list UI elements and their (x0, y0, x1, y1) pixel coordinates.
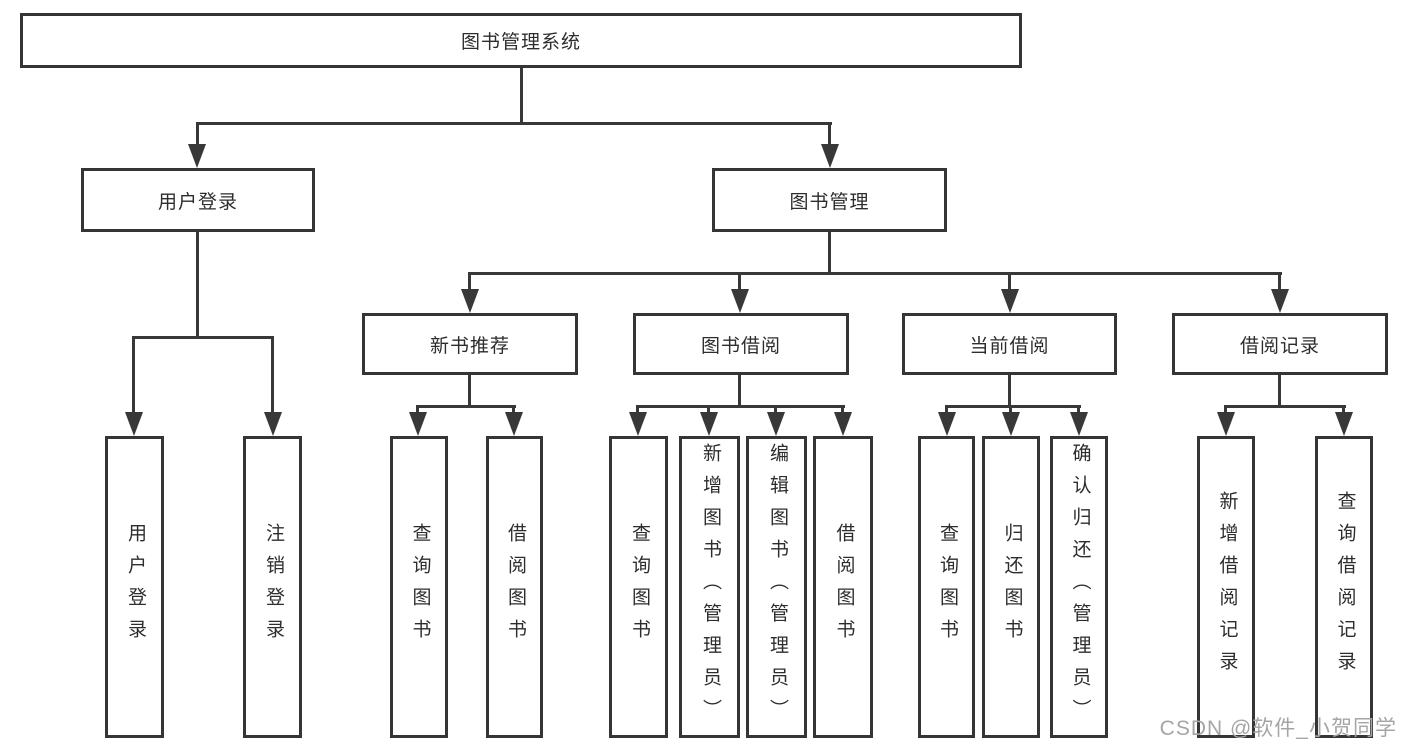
connector-line (468, 272, 471, 291)
arrowhead-down-icon (461, 289, 479, 313)
connector-line (1342, 405, 1345, 414)
node-library-management-system: 图书管理系统 (20, 13, 1022, 68)
connector-line (271, 336, 274, 414)
connector-line (1008, 375, 1011, 405)
leaf-label: 注销登录 (262, 523, 284, 651)
arrowhead-down-icon (264, 412, 282, 436)
leaf-cb-query-books: 查询图书 (918, 436, 975, 738)
connector-line (738, 375, 741, 405)
leaf-bb-borrow-books: 借阅图书 (813, 436, 873, 738)
leaf-cb-confirm-return-admin: 确认归还（管理员） (1050, 436, 1108, 738)
leaf-rec-query-books: 查询图书 (390, 436, 448, 738)
node-book-borrowing: 图书借阅 (633, 313, 849, 375)
connector-line (132, 336, 135, 414)
node-borrowing-records: 借阅记录 (1172, 313, 1388, 375)
node-label: 当前借阅 (969, 335, 1050, 357)
node-new-book-recommendation: 新书推荐 (362, 313, 578, 375)
leaf-logout: 注销登录 (243, 436, 302, 738)
connector-line (738, 272, 741, 291)
leaf-label: 编辑图书（管理员） (766, 443, 788, 731)
connector-line (468, 272, 1282, 275)
arrowhead-down-icon (834, 412, 852, 436)
node-user-login: 用户登录 (81, 168, 315, 232)
leaf-br-query-record: 查询借阅记录 (1315, 436, 1373, 738)
leaf-label: 归还图书 (1001, 523, 1023, 651)
arrowhead-down-icon (1217, 412, 1235, 436)
csdn-watermark: CSDN @软件_小贺同学 (1159, 717, 1397, 740)
node-label: 图书管理系统 (460, 32, 581, 53)
node-book-management: 图书管理 (712, 168, 947, 232)
connector-line (1008, 272, 1011, 291)
connector-line (841, 405, 844, 414)
leaf-user-login: 用户登录 (105, 436, 164, 738)
connector-line (416, 405, 516, 408)
connector-line (1009, 405, 1012, 414)
node-label: 图书管理 (789, 191, 870, 213)
arrowhead-down-icon (1070, 412, 1088, 436)
leaf-label: 借阅图书 (504, 523, 526, 651)
node-label: 用户登录 (157, 191, 238, 213)
node-label: 新书推荐 (429, 335, 510, 357)
connector-line (945, 405, 1081, 408)
arrowhead-down-icon (629, 412, 647, 436)
arrowhead-down-icon (188, 144, 206, 168)
leaf-cb-return-books: 归还图书 (982, 436, 1040, 738)
arrowhead-down-icon (731, 289, 749, 313)
arrowhead-down-icon (1002, 412, 1020, 436)
connector-line (512, 405, 515, 414)
connector-line (707, 405, 710, 414)
connector-line (828, 122, 831, 146)
connector-line (1278, 375, 1281, 405)
leaf-rec-borrow-books: 借阅图书 (486, 436, 543, 738)
leaf-label: 确认归还（管理员） (1069, 443, 1091, 731)
connector-line (774, 405, 777, 414)
leaf-label: 新增图书（管理员） (699, 443, 721, 731)
arrowhead-down-icon (505, 412, 523, 436)
connector-line (1077, 405, 1080, 414)
leaf-br-add-record: 新增借阅记录 (1197, 436, 1255, 738)
leaf-label: 查询图书 (936, 523, 958, 651)
arrowhead-down-icon (938, 412, 956, 436)
leaf-bb-query-books: 查询图书 (609, 436, 668, 738)
arrowhead-down-icon (409, 412, 427, 436)
connector-line (1278, 272, 1281, 291)
connector-line (416, 405, 419, 414)
leaf-bb-add-books-admin: 新增图书（管理员） (679, 436, 740, 738)
connector-line (828, 232, 831, 272)
leaf-label: 查询图书 (628, 523, 650, 651)
connector-line (196, 122, 199, 146)
connector-line (132, 336, 274, 339)
node-current-borrowing: 当前借阅 (902, 313, 1117, 375)
arrowhead-down-icon (1335, 412, 1353, 436)
connector-line (1224, 405, 1346, 408)
node-label: 借阅记录 (1239, 335, 1320, 357)
arrowhead-down-icon (700, 412, 718, 436)
leaf-label: 查询图书 (409, 523, 431, 651)
arrowhead-down-icon (1001, 289, 1019, 313)
leaf-label: 用户登录 (124, 523, 146, 651)
connector-line (196, 122, 832, 125)
connector-line (468, 375, 471, 405)
arrowhead-down-icon (821, 144, 839, 168)
node-label: 图书借阅 (700, 335, 781, 357)
leaf-bb-edit-books-admin: 编辑图书（管理员） (746, 436, 807, 738)
connector-line (945, 405, 948, 414)
leaf-label: 借阅图书 (833, 523, 855, 651)
connector-line (636, 405, 845, 408)
connector-line (636, 405, 639, 414)
connector-line (1224, 405, 1227, 414)
arrowhead-down-icon (767, 412, 785, 436)
leaf-label: 查询借阅记录 (1334, 491, 1356, 683)
leaf-label: 新增借阅记录 (1216, 491, 1238, 683)
connector-line (196, 232, 199, 336)
arrowhead-down-icon (1271, 289, 1289, 313)
arrowhead-down-icon (125, 412, 143, 436)
connector-line (520, 68, 523, 122)
